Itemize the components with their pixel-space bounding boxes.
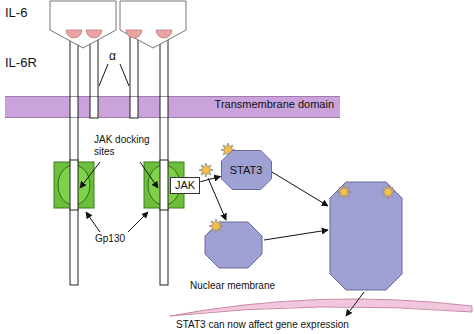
phosphate-star <box>337 185 351 199</box>
il6-ligand <box>120 1 186 48</box>
callout-label: Gp130 <box>95 233 125 245</box>
callout-label: JAK docking sites <box>94 134 156 157</box>
leader-line <box>140 162 158 188</box>
leader-line <box>128 212 148 232</box>
leader-line <box>80 162 100 188</box>
binding-site <box>156 30 172 38</box>
leader-line <box>120 64 129 86</box>
leader-line <box>86 212 100 232</box>
phosphate-star <box>199 163 213 177</box>
stat3-dimer <box>330 182 402 290</box>
phosphate-star <box>209 219 223 233</box>
node-text: Transmembrane domain <box>215 98 334 110</box>
leader-line <box>99 64 108 86</box>
il6-ligand <box>50 1 116 48</box>
gp130-bar <box>70 160 78 210</box>
binding-site <box>66 30 82 38</box>
receptor-bar <box>90 96 98 118</box>
activation-arrow <box>200 177 220 182</box>
arrow <box>346 292 364 316</box>
receptor-bar <box>70 96 78 118</box>
nuclear-membrane <box>170 299 472 316</box>
gp130-bar <box>160 28 168 285</box>
arrow <box>208 178 226 220</box>
il6r-bar <box>130 28 138 118</box>
kinase-label-box: JAK <box>170 177 200 194</box>
node-text: JAK <box>175 179 195 192</box>
phosphate-star <box>381 185 395 199</box>
ligand-label: IL-6 <box>5 6 27 21</box>
arrow <box>272 172 328 206</box>
binding-site <box>86 30 102 38</box>
structure-label: Nuclear membrane <box>190 280 275 292</box>
binding-site <box>126 30 142 38</box>
phosphate-group <box>199 143 395 233</box>
receptor-bar <box>160 96 168 118</box>
stat3-monomer: STAT3 <box>221 150 272 190</box>
arrow <box>264 230 328 240</box>
receptor-label: IL-6R <box>5 56 37 71</box>
membrane-band: Transmembrane domain <box>5 96 340 118</box>
gp130-bar <box>160 160 168 210</box>
node-text: STAT3 <box>230 164 263 176</box>
result-label: STAT3 can now affect gene expression <box>176 319 349 331</box>
subunit-label: α <box>109 50 116 64</box>
gp130-bar <box>70 28 78 285</box>
receptor-bar <box>130 96 138 118</box>
